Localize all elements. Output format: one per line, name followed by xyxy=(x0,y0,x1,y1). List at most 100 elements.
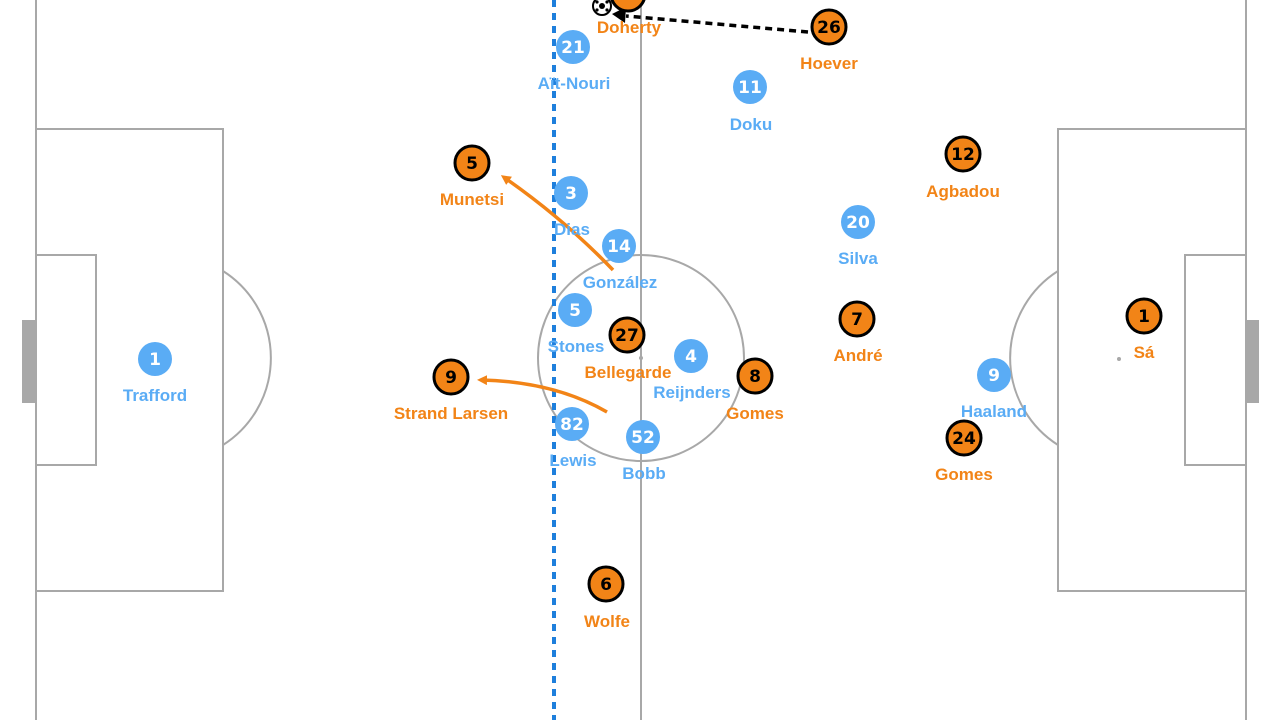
home-player-name: Trafford xyxy=(123,386,187,405)
away-player-marker xyxy=(1125,297,1163,335)
away-player-number: 8 xyxy=(749,367,761,387)
run-arrow-strand-larsen xyxy=(477,375,608,414)
home-player-number: 4 xyxy=(685,347,697,367)
away-player-name: Gomes xyxy=(726,404,784,423)
away-player-name: Munetsi xyxy=(440,190,504,209)
away-player-marker xyxy=(810,8,848,46)
home-player-marker xyxy=(626,420,660,454)
away-player-number: 1 xyxy=(1138,307,1150,327)
away-player-name: Doherty xyxy=(597,18,662,37)
home-player-name: Reijnders xyxy=(653,383,730,402)
away-player-number: 27 xyxy=(615,326,639,346)
home-player-number: 5 xyxy=(569,301,581,321)
centre-spot xyxy=(639,356,643,360)
away-player-name: Strand Larsen xyxy=(394,404,508,423)
away-player-name: Gomes xyxy=(935,465,993,484)
away-player-marker xyxy=(945,419,983,457)
away-player-name: Wolfe xyxy=(584,612,630,631)
home-player-number: 52 xyxy=(631,428,655,448)
away-player-name: Sá xyxy=(1134,343,1155,362)
home-player-name: Aït-Nouri xyxy=(538,74,611,93)
home-player-marker xyxy=(841,205,875,239)
away-player-number: 6 xyxy=(600,575,612,595)
home-player-name: Doku xyxy=(730,115,773,134)
goal-area-left xyxy=(35,254,97,466)
home-player-name: Dias xyxy=(554,220,590,239)
home-player-number: 82 xyxy=(560,415,584,435)
away-player-number: 12 xyxy=(951,145,975,165)
away-player-marker xyxy=(610,0,646,13)
home-player-name: Lewis xyxy=(549,451,596,470)
centre-circle xyxy=(537,254,745,462)
away-player-1: Doherty xyxy=(597,0,662,37)
home-player-marker xyxy=(555,407,589,441)
home-player-number: 20 xyxy=(846,213,870,233)
home-player-number: 9 xyxy=(988,366,1000,386)
away-player-number: 24 xyxy=(952,429,976,449)
away-player-marker xyxy=(944,135,982,173)
away-player-number: 9 xyxy=(445,368,457,388)
penalty-arc-left xyxy=(222,270,272,446)
home-player-name: Stones xyxy=(548,337,605,356)
home-player-marker xyxy=(556,30,590,64)
away-player-marker xyxy=(453,144,491,182)
home-player-name: González xyxy=(583,273,658,292)
away-player-name: Agbadou xyxy=(926,182,1000,201)
away-player-name: Bellegarde xyxy=(585,363,672,382)
away-player-number: 26 xyxy=(817,18,841,38)
away-player-name: André xyxy=(833,346,882,365)
home-player-marker xyxy=(554,176,588,210)
away-player-marker xyxy=(608,316,646,354)
home-player-name: Bobb xyxy=(622,464,665,483)
home-player-marker xyxy=(558,293,592,327)
home-player-marker xyxy=(602,229,636,263)
away-player-number: 7 xyxy=(851,310,863,330)
pass-line xyxy=(625,14,809,34)
home-player-name: Haaland xyxy=(961,402,1027,421)
away-player-name: Hoever xyxy=(800,54,858,73)
football-icon xyxy=(592,0,612,16)
home-player-number: 1 xyxy=(149,350,161,370)
home-player-marker xyxy=(977,358,1011,392)
away-player-marker xyxy=(587,565,625,603)
away-player-8: 1Sá xyxy=(1125,297,1163,362)
home-player-number: 3 xyxy=(565,184,577,204)
home-player-marker xyxy=(674,339,708,373)
away-player-number: 5 xyxy=(466,154,478,174)
goal-left xyxy=(22,320,35,403)
home-player-number: 21 xyxy=(561,38,585,58)
home-player-number: 11 xyxy=(738,78,762,98)
penalty-arc-right xyxy=(1009,270,1059,446)
away-player-marker xyxy=(432,358,470,396)
run-arrow-gonzalez xyxy=(500,175,615,272)
home-player-number: 14 xyxy=(607,237,631,257)
home-player-name: Silva xyxy=(838,249,878,268)
home-player-marker xyxy=(733,70,767,104)
home-player-marker xyxy=(138,342,172,376)
pitch-markings xyxy=(22,0,1259,720)
penalty-spot-right xyxy=(1117,357,1121,361)
goal-area-right xyxy=(1184,254,1247,466)
away-player-marker xyxy=(736,357,774,395)
goal-right xyxy=(1247,320,1259,403)
